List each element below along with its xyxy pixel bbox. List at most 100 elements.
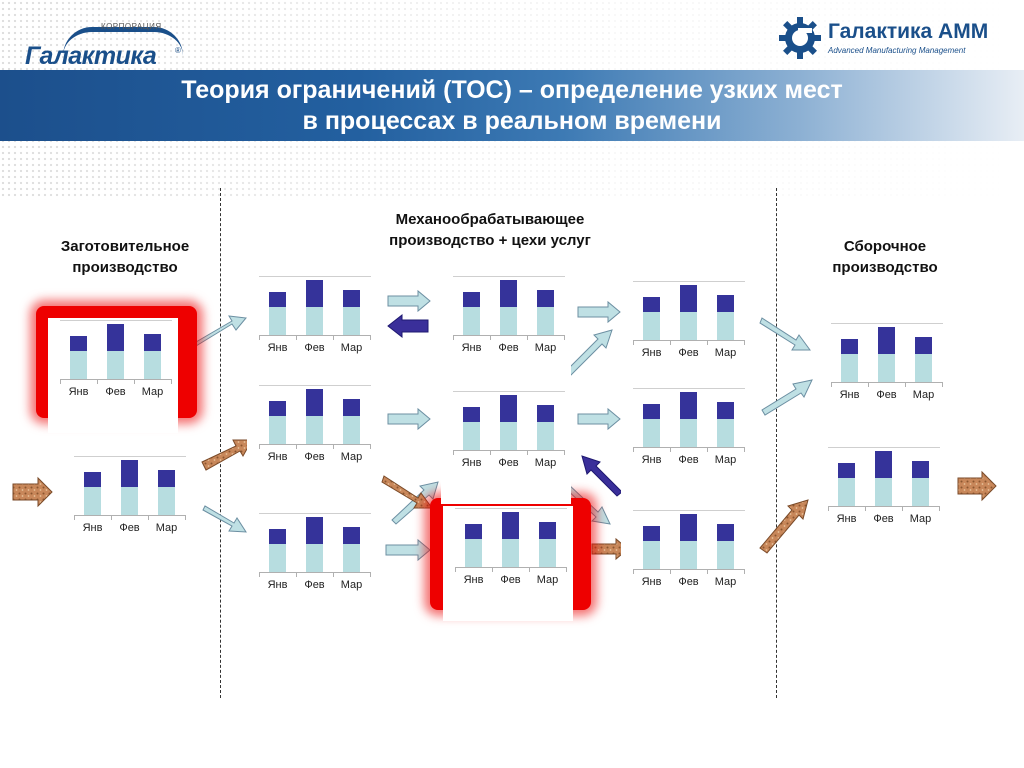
flow-arrow xyxy=(761,379,813,416)
chart-axis-tick xyxy=(60,379,61,384)
bar-segment-base xyxy=(680,541,697,569)
chart-axis-tick xyxy=(333,335,334,340)
chart-gridline xyxy=(259,385,371,386)
bar-segment-top xyxy=(717,294,734,313)
logo-corp-text: КОРПОРАЦИЯ xyxy=(101,22,162,31)
bar-segment-top xyxy=(343,289,360,308)
chart-gridline xyxy=(455,508,567,509)
chart-x-axis xyxy=(455,567,567,568)
bar-segment-top xyxy=(107,324,124,352)
bar-segment-top xyxy=(875,451,892,479)
chart-axis-tick xyxy=(529,567,530,572)
chart-axis-tick xyxy=(370,572,371,577)
chart-axis-tick xyxy=(455,567,456,572)
chart-gridline xyxy=(453,276,565,277)
chart-gridline xyxy=(60,320,172,321)
chart-x-axis xyxy=(259,444,371,445)
bar-segment-top xyxy=(717,523,734,542)
bar-segment-top xyxy=(500,280,517,308)
bar-segment-base xyxy=(500,422,517,450)
chart-gridline xyxy=(828,447,940,448)
chart-tick-label: Мар xyxy=(340,342,363,354)
bar-segment-base xyxy=(70,351,87,379)
chart-tick-label: Мар xyxy=(155,522,178,534)
chart-axis-tick xyxy=(453,450,454,455)
bar-segment-base xyxy=(643,541,660,569)
bar-segment-base xyxy=(717,312,734,340)
chart-axis-tick xyxy=(828,506,829,511)
bar-segment-top xyxy=(680,514,697,542)
bar-segment-top xyxy=(643,297,660,313)
chart-axis-tick xyxy=(564,335,565,340)
bar-segment-top xyxy=(343,526,360,545)
chart-axis-tick xyxy=(490,335,491,340)
bar-segment-base xyxy=(539,539,556,567)
bar-segment-base xyxy=(875,478,892,506)
material-arrow xyxy=(759,499,809,554)
chart-axis-tick xyxy=(171,379,172,384)
chart-axis-tick xyxy=(259,335,260,340)
chart-axis-tick xyxy=(259,572,260,577)
chart-x-axis xyxy=(60,379,172,380)
bar-segment-base xyxy=(84,487,101,515)
bar-segment-top xyxy=(70,336,87,352)
bar-segment-base xyxy=(121,487,138,515)
chart-axis-tick xyxy=(707,569,708,574)
chart-tick-label: Янв xyxy=(267,342,288,354)
chart-tick-label: Янв xyxy=(267,579,288,591)
bar-segment-base xyxy=(717,541,734,569)
chart-tick-label: Мар xyxy=(909,513,932,525)
flow-arrow xyxy=(577,407,621,431)
chart-x-axis xyxy=(828,506,940,507)
bar-segment-top xyxy=(643,404,660,420)
chart-tick-label: Фев xyxy=(498,457,519,469)
flow-arrow xyxy=(577,300,621,324)
chart-x-axis xyxy=(633,340,745,341)
chart-tick-label: Янв xyxy=(836,513,857,525)
chart-tick-label: Янв xyxy=(641,454,662,466)
chart-axis-tick xyxy=(148,515,149,520)
bar-segment-top xyxy=(465,524,482,540)
chart-axis-tick xyxy=(453,335,454,340)
bar-segment-top xyxy=(269,292,286,308)
chart-gridline xyxy=(259,276,371,277)
bar-segment-top xyxy=(878,327,895,355)
chart-axis-tick xyxy=(633,569,634,574)
material-arrow xyxy=(201,439,253,471)
chart-tick-label: Фев xyxy=(678,576,699,588)
title-line-2: в процессах в реальном времени xyxy=(302,107,722,135)
chart-axis-tick xyxy=(97,379,98,384)
bar-segment-base xyxy=(269,416,286,444)
bar-segment-base xyxy=(343,544,360,572)
chart-gridline xyxy=(831,323,943,324)
chart-tick-label: Янв xyxy=(839,389,860,401)
chart-axis-tick xyxy=(527,450,528,455)
chart-tick-label: Янв xyxy=(463,574,484,586)
bar-segment-base xyxy=(878,354,895,382)
chart-tick-label: Фев xyxy=(304,342,325,354)
bar-segment-base xyxy=(107,351,124,379)
chart-axis-tick xyxy=(707,447,708,452)
chart-axis-tick xyxy=(296,572,297,577)
bar-segment-top xyxy=(537,289,554,308)
chart-tick-label: Мар xyxy=(536,574,559,586)
bar-segment-top xyxy=(915,336,932,355)
bar-segment-top xyxy=(912,460,929,479)
chart-tick-label: Янв xyxy=(82,522,103,534)
flow-arrow xyxy=(385,538,431,562)
flow-arrow xyxy=(202,505,247,533)
bar-segment-base xyxy=(680,419,697,447)
chart-tick-label: Янв xyxy=(461,342,482,354)
chart-gridline xyxy=(74,456,186,457)
chart-axis-tick xyxy=(905,382,906,387)
bar-segment-top xyxy=(121,460,138,488)
chart-tick-label: Янв xyxy=(641,347,662,359)
